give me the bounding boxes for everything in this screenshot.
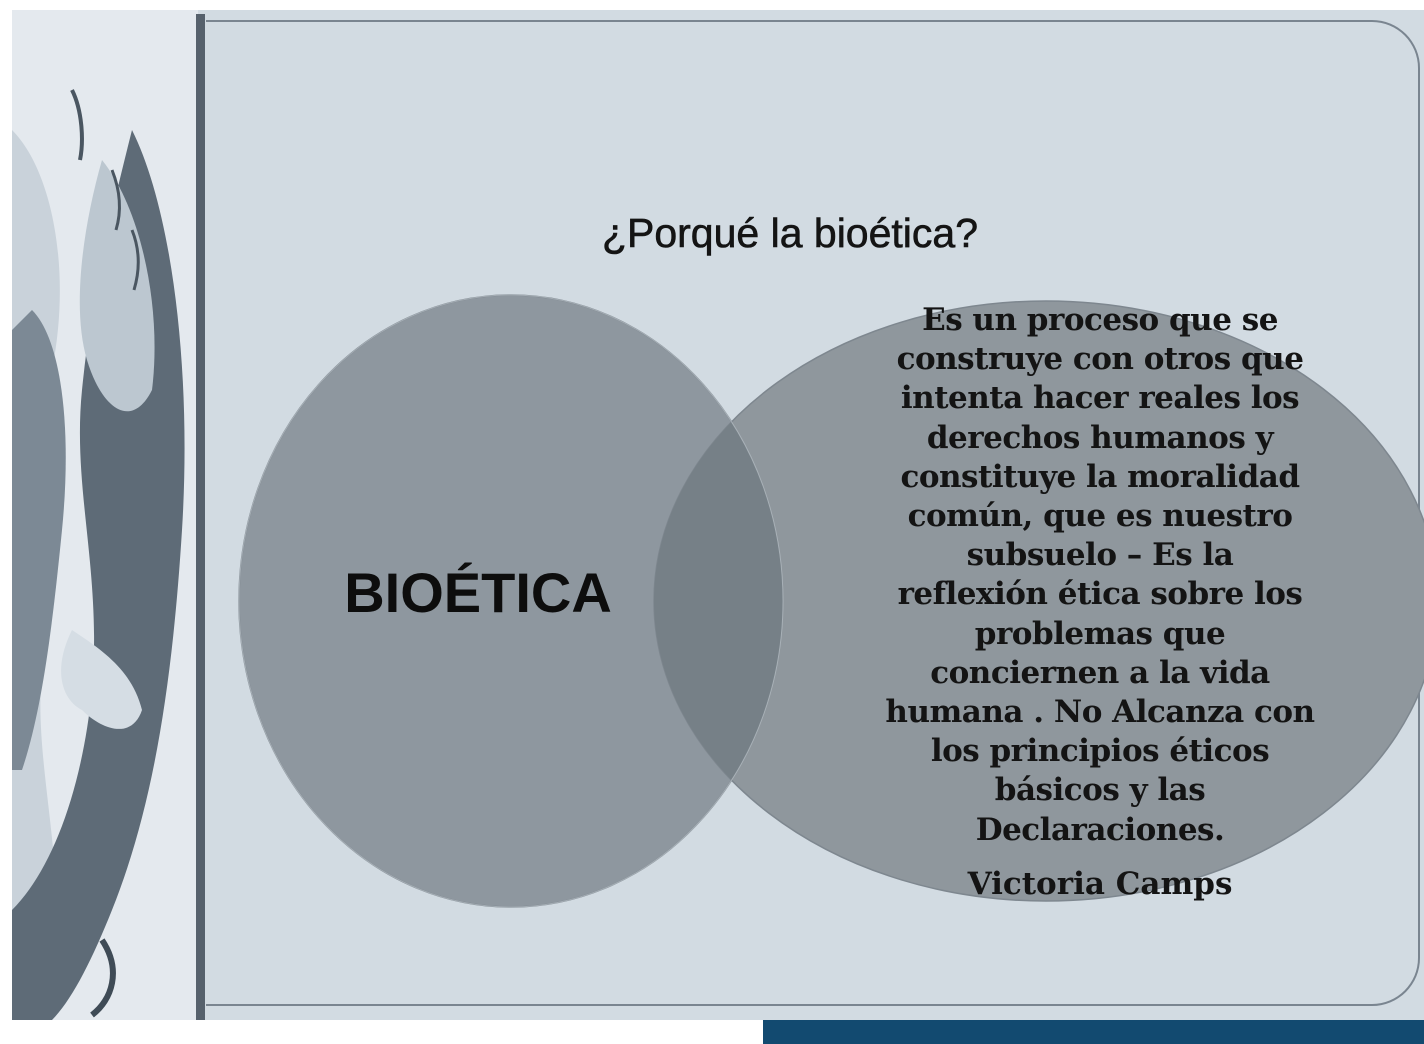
text-line: reflexión ética sobre los (897, 576, 1303, 613)
text-line: derechos humanos y (926, 419, 1274, 456)
text-line: Declaraciones. (975, 811, 1225, 848)
text-line: subsuelo – Es la (966, 537, 1234, 574)
text-line: problemas que (974, 615, 1226, 652)
bottom-accent-bar (763, 1020, 1424, 1044)
right-ellipse-text: Es un proceso que se construye con otros… (868, 301, 1332, 850)
text-line: los principios éticos (930, 733, 1270, 770)
text-line: intenta hacer reales los (900, 380, 1300, 417)
decorative-hands-illustration (12, 10, 198, 1020)
left-circle-label: BIOÉTICA (344, 561, 612, 624)
author-name: Victoria Camps (967, 866, 1233, 902)
text-line: básicos y las (994, 772, 1206, 809)
text-line: común, que es nuestro (907, 498, 1293, 535)
slide-title: ¿Porqué la bioética? (601, 210, 979, 257)
text-line: conciernen a la vida (930, 654, 1270, 691)
text-line: constituye la moralidad (900, 458, 1300, 495)
vertical-divider (196, 14, 205, 1020)
text-line: humana . No Alcanza con (885, 694, 1315, 731)
text-line: Es un proceso que se (922, 302, 1278, 338)
text-line: construye con otros que (896, 341, 1304, 378)
